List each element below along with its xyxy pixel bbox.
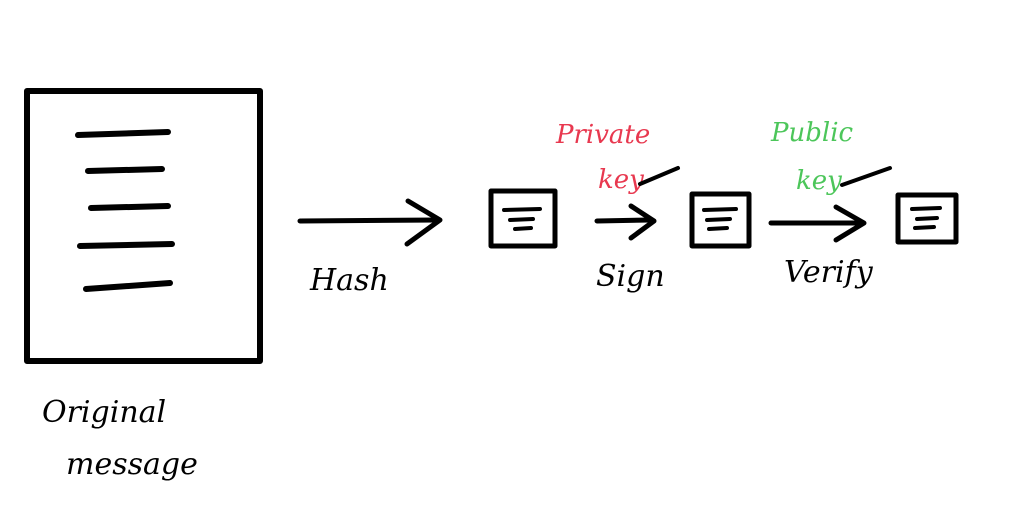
- verify-arrow: [768, 204, 867, 243]
- public-key-underline: [840, 166, 892, 187]
- sign-label: Sign: [596, 259, 665, 294]
- original-message-caption-line1: Original: [42, 395, 166, 430]
- public-key-label-line1: Public: [770, 118, 854, 148]
- hash-label: Hash: [309, 263, 389, 298]
- verify-label: Verify: [784, 255, 874, 290]
- private-key-label-line2: key: [598, 165, 644, 195]
- original-message-caption-line2: message: [66, 447, 198, 482]
- hash-arrow: [297, 198, 443, 247]
- private-key-underline: [638, 166, 680, 186]
- sign-arrow: [594, 203, 657, 241]
- private-key-label-line1: Private: [555, 120, 650, 150]
- signed-document: [689, 191, 752, 249]
- public-key-label-line2: key: [796, 166, 842, 196]
- hash-document: [488, 188, 558, 249]
- verified-document: [895, 192, 959, 245]
- original-message-document: [24, 88, 263, 364]
